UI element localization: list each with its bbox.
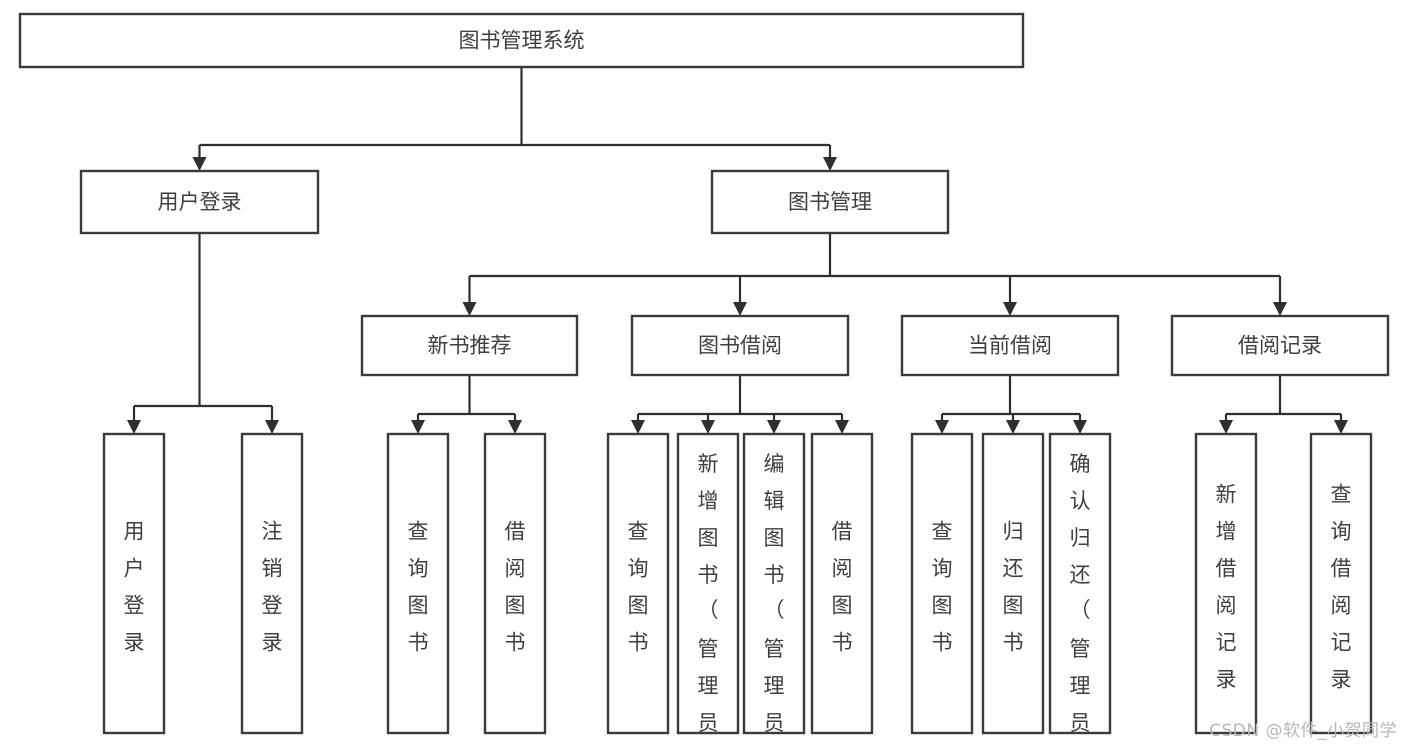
leaf-确认归还（管理员）-label: 确认归还（管理员） <box>1070 452 1091 747</box>
edge-新书推荐-leaf-0-arrowhead <box>411 420 425 434</box>
leaf-借阅图书[interactable]: 借阅图书 <box>810 432 874 735</box>
leaf-归还图书[interactable]: 归还图书 <box>981 432 1045 735</box>
node-新书推荐-l3-rect <box>360 314 579 377</box>
leaf-编辑图书（管理员）[interactable]: 编辑图书（管理员） <box>742 432 806 747</box>
leaf-新增借阅记录-rect <box>1194 432 1258 735</box>
leaf-借阅图书-label: 借阅图书 <box>832 519 853 654</box>
leaf-归还图书-rect <box>981 432 1045 735</box>
leaf-确认归还（管理员）[interactable]: 确认归还（管理员） <box>1048 432 1112 747</box>
node-图书借阅-l3[interactable]: 图书借阅 <box>630 314 850 377</box>
leaf-注销登录-label: 注销登录 <box>262 519 283 654</box>
leaf-查询图书[interactable]: 查询图书 <box>910 432 974 735</box>
node-root-system[interactable]: 图书管理系统 <box>18 12 1025 69</box>
leaf-编辑图书（管理员）-rect <box>742 432 806 735</box>
edge-图书借阅-leaf-2-arrowhead <box>767 420 781 434</box>
edge-用户登录-leaf-1-arrowhead <box>265 420 279 434</box>
node-用户登录-l2[interactable]: 用户登录 <box>79 169 320 235</box>
leaf-新增图书（管理员）[interactable]: 新增图书（管理员） <box>676 432 740 747</box>
edge-l2-to-l3-1-arrowhead <box>733 302 747 316</box>
leaf-用户登录[interactable]: 用户登录 <box>102 432 166 735</box>
node-借阅记录-l3-label: 借阅记录 <box>1238 334 1322 358</box>
node-当前借阅-l3-label: 当前借阅 <box>968 334 1052 358</box>
edge-新书推荐-leaf-1-arrowhead <box>508 420 522 434</box>
edge-当前借阅-leaf-2-arrowhead <box>1073 420 1087 434</box>
node-当前借阅-l3[interactable]: 当前借阅 <box>900 314 1120 377</box>
boxes-layer: 用户登录图书管理图书管理系统新书推荐图书借阅当前借阅借阅记录用户登录注销登录查询… <box>18 12 1390 747</box>
node-新书推荐-l3-label: 新书推荐 <box>428 334 512 358</box>
leaf-查询借阅记录-rect <box>1309 432 1373 735</box>
edge-图书借阅-leaf-0-arrowhead <box>631 420 645 434</box>
node-用户登录-l2-label: 用户登录 <box>158 190 242 214</box>
leaf-新增图书（管理员）-rect <box>676 432 740 735</box>
leaf-查询图书-label: 查询图书 <box>932 519 953 654</box>
edge-l2-to-l3-0-arrowhead <box>462 302 477 316</box>
node-图书管理-l2-label: 图书管理 <box>788 190 872 214</box>
leaf-新增图书（管理员）-label: 新增图书（管理员） <box>698 452 719 747</box>
node-图书管理-l2-rect <box>710 169 950 235</box>
node-root-system-rect <box>18 12 1025 69</box>
node-用户登录-l2-rect <box>79 169 320 235</box>
edge-当前借阅-leaf-0-arrowhead <box>935 420 949 434</box>
leaf-借阅图书-rect <box>810 432 874 735</box>
edge-借阅记录-leaf-1-arrowhead <box>1334 420 1348 434</box>
leaf-查询图书[interactable]: 查询图书 <box>606 432 670 735</box>
edge-l2-to-l3-2-arrowhead <box>1003 302 1017 316</box>
leaf-查询图书-rect <box>606 432 670 735</box>
leaf-用户登录-label: 用户登录 <box>124 519 145 654</box>
leaf-借阅图书[interactable]: 借阅图书 <box>483 432 547 735</box>
connectors-layer <box>127 67 1348 434</box>
leaf-查询借阅记录[interactable]: 查询借阅记录 <box>1309 432 1373 735</box>
edge-root-to-l2-1-arrowhead <box>823 157 837 171</box>
leaf-新增借阅记录[interactable]: 新增借阅记录 <box>1194 432 1258 735</box>
node-当前借阅-l3-rect <box>900 314 1120 377</box>
leaf-新增借阅记录-label: 新增借阅记录 <box>1216 482 1237 691</box>
edge-图书借阅-leaf-3-arrowhead <box>835 420 849 434</box>
node-图书管理-l2[interactable]: 图书管理 <box>710 169 950 235</box>
leaf-查询图书[interactable]: 查询图书 <box>386 432 450 735</box>
leaf-查询图书-label: 查询图书 <box>628 519 649 654</box>
edge-root-to-l2-0-arrowhead <box>192 157 207 171</box>
edge-用户登录-leaf-0-arrowhead <box>127 420 141 434</box>
leaf-归还图书-label: 归还图书 <box>1003 519 1024 654</box>
leaf-借阅图书-rect <box>483 432 547 735</box>
leaf-注销登录-rect <box>240 432 304 735</box>
leaf-编辑图书（管理员）-label: 编辑图书（管理员） <box>764 452 785 747</box>
leaf-注销登录[interactable]: 注销登录 <box>240 432 304 735</box>
node-借阅记录-l3[interactable]: 借阅记录 <box>1170 314 1390 377</box>
leaf-查询图书-label: 查询图书 <box>408 519 429 654</box>
leaf-查询图书-rect <box>386 432 450 735</box>
edge-图书借阅-leaf-1-arrowhead <box>701 420 715 434</box>
leaf-借阅图书-label: 借阅图书 <box>505 519 526 654</box>
edge-借阅记录-leaf-0-arrowhead <box>1219 420 1233 434</box>
node-图书借阅-l3-label: 图书借阅 <box>698 334 782 358</box>
node-新书推荐-l3[interactable]: 新书推荐 <box>360 314 579 377</box>
leaf-确认归还（管理员）-rect <box>1048 432 1112 735</box>
edge-当前借阅-leaf-1-arrowhead <box>1006 420 1020 434</box>
edge-l2-to-l3-3-arrowhead <box>1273 302 1287 316</box>
node-root-system-label: 图书管理系统 <box>459 29 585 53</box>
leaf-查询借阅记录-label: 查询借阅记录 <box>1331 482 1352 691</box>
node-借阅记录-l3-rect <box>1170 314 1390 377</box>
leaf-查询图书-rect <box>910 432 974 735</box>
node-图书借阅-l3-rect <box>630 314 850 377</box>
leaf-用户登录-rect <box>102 432 166 735</box>
